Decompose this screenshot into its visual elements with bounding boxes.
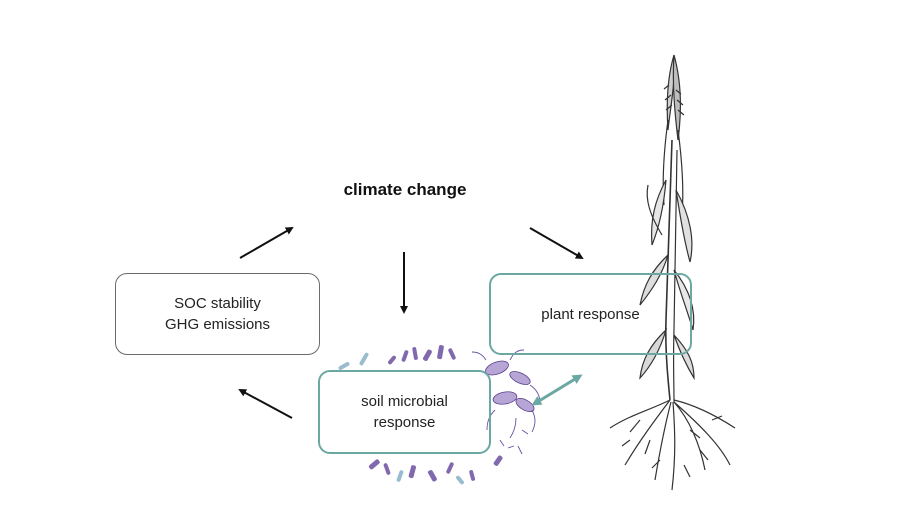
arrow-climate-to-plant [529,227,584,259]
node-plant-label: plant response [541,305,640,323]
node-soc-line2: GHG emissions [164,316,271,333]
diagram-title: climate change [343,180,467,199]
node-soc-line1: SOC stability [174,295,261,312]
microbes-illustration [338,345,541,485]
arrow-soil-plant-bidirectional [531,374,583,406]
arrow-soil-to-soc [238,389,293,419]
node-plant-response: plant response [489,273,692,355]
node-soc-stability: SOC stability GHG emissions [115,273,320,355]
node-soil-line1: soil microbial [361,393,448,410]
node-soil-line2: response [373,414,436,431]
arrow-soc-to-climate [239,227,294,259]
node-soil-microbial-response: soil microbial response [318,370,491,454]
